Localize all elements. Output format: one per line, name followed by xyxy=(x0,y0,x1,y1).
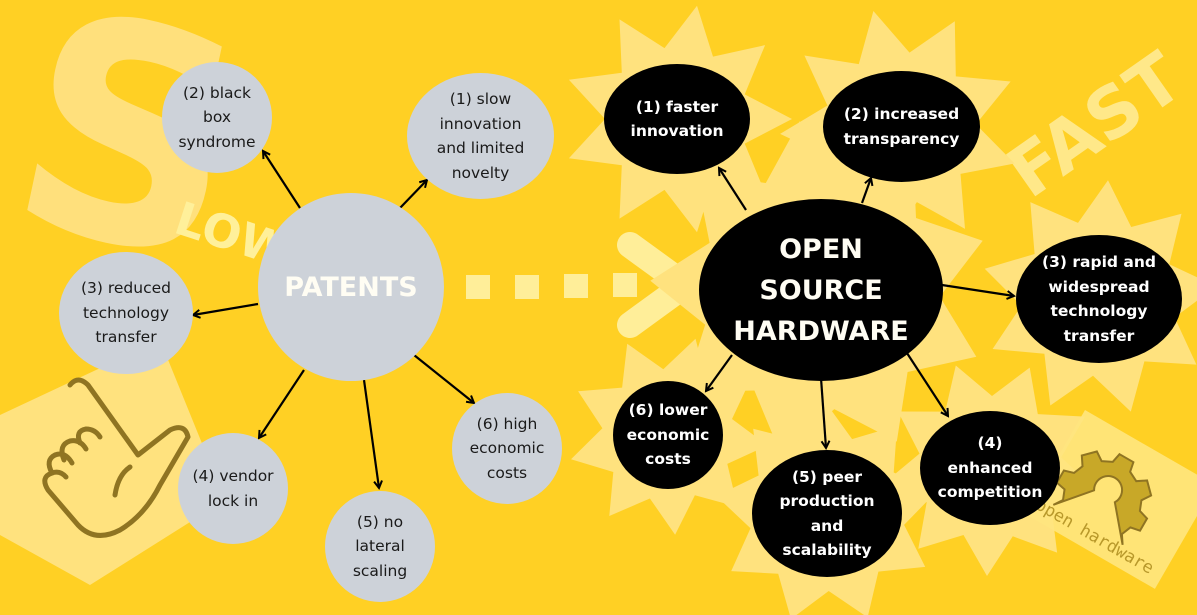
patents-item-slow-innovation: (1) slow innovation and limited novelty xyxy=(407,73,554,199)
patents-item-high-costs: (6) high economic costs xyxy=(452,393,562,504)
oshw-item-transparency: (2) increased transparency xyxy=(823,71,980,182)
gear-icon xyxy=(1052,450,1153,546)
patents-title: PATENTS xyxy=(284,271,418,303)
arrow-oshw-4 xyxy=(904,349,948,416)
oshw-hub: OPEN SOURCE HARDWARE xyxy=(699,199,943,381)
node-label: (5) peer production and scalability xyxy=(779,467,875,560)
arrow-patents-1 xyxy=(399,180,427,209)
hand-l-sign-icon xyxy=(42,377,191,538)
fast-text: FAST xyxy=(993,36,1197,214)
patents-item-black-box: (2) black box syndrome xyxy=(162,62,272,173)
node-label: (4) vendor lock in xyxy=(192,467,274,510)
node-label: (2) increased transparency xyxy=(843,105,960,148)
logo-caption: open hardware xyxy=(1032,495,1157,579)
oshw-title-line-2: SOURCE xyxy=(759,274,883,306)
patents-item-vendor-lock-in: (4) vendor lock in xyxy=(178,433,288,544)
patents-hub: PATENTS xyxy=(258,193,444,381)
oshw-item-rapid-transfer: (3) rapid and widespread technology tran… xyxy=(1016,235,1182,363)
arrow-patents-4 xyxy=(259,369,305,438)
node-label: (3) reduced technology transfer xyxy=(80,279,171,347)
arrow-patents-3 xyxy=(193,302,259,315)
oshw-item-enhanced-competition: (4) enhanced competition xyxy=(920,411,1060,525)
patents-item-no-lateral-scaling: (5) no lateral scaling xyxy=(325,491,435,602)
node-label: (6) lower economic costs xyxy=(626,401,710,469)
oshw-item-lower-costs: (6) lower economic costs xyxy=(613,381,723,489)
arrow-oshw-5 xyxy=(819,377,826,448)
arrow-oshw-2 xyxy=(860,178,871,204)
patents-item-reduced-transfer: (3) reduced technology transfer xyxy=(59,252,193,374)
arrow-patents-6 xyxy=(413,354,474,403)
oshw-title-line-1: OPEN xyxy=(779,233,863,265)
arrow-oshw-1 xyxy=(719,168,747,211)
arrow-oshw-6 xyxy=(706,354,733,391)
node-label: (5) no lateral scaling xyxy=(352,512,408,580)
arrow-patents-5 xyxy=(362,379,379,488)
node-label: (1) slow innovation and limited novelty xyxy=(436,90,525,182)
node-label: (4) enhanced competition xyxy=(937,434,1043,502)
open-hardware-logo: open hardware xyxy=(1025,410,1197,589)
oshw-item-faster-innovation: (1) faster innovation xyxy=(604,64,750,174)
direction-arrow xyxy=(466,232,698,338)
arrow-patents-2 xyxy=(263,151,301,209)
node-label: (1) faster innovation xyxy=(630,97,724,141)
oshw-title-line-3: HARDWARE xyxy=(733,315,909,347)
node-label: (2) black box syndrome xyxy=(178,83,256,151)
oshw-item-peer-production: (5) peer production and scalability xyxy=(752,450,902,577)
arrow-oshw-3 xyxy=(941,283,1014,296)
node-label: (6) high economic costs xyxy=(469,414,545,482)
node-label: (3) rapid and widespread technology tran… xyxy=(1042,253,1156,345)
